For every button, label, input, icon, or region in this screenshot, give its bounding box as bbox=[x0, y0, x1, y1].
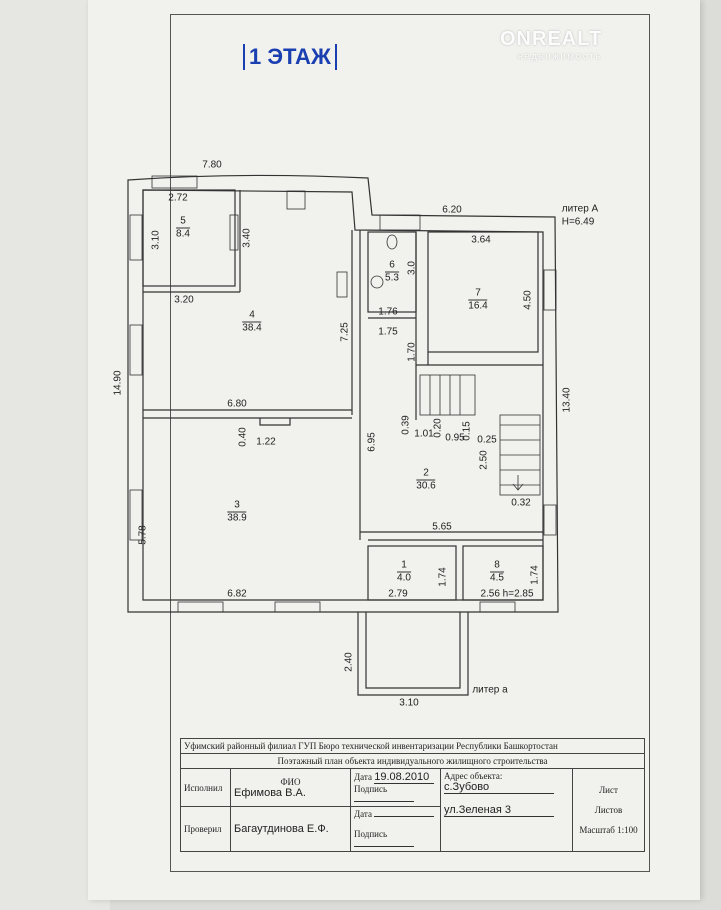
liter-A: литер А bbox=[561, 203, 599, 215]
dim: 0.20 bbox=[432, 418, 444, 438]
dim: 13.40 bbox=[561, 387, 573, 413]
address-street: ул.Зеленая 3 bbox=[444, 804, 554, 817]
dim: 1.76 bbox=[378, 306, 398, 318]
dim: 6.95 bbox=[366, 432, 378, 452]
scale-label: Масштаб 1:100 bbox=[579, 825, 638, 835]
sheets-label: Листов bbox=[594, 805, 623, 815]
address-village: с.Зубово bbox=[444, 781, 554, 794]
toilet-icon bbox=[386, 234, 398, 250]
dim: 6.80 bbox=[227, 398, 247, 410]
fio-label: ФИО bbox=[280, 776, 301, 787]
dim: 0.25 bbox=[477, 434, 497, 446]
address-label: Адрес объекта: bbox=[444, 771, 503, 781]
sheet-label: Лист bbox=[599, 785, 618, 795]
date-label-2: Дата bbox=[354, 809, 372, 819]
sign-label-2: Подпись bbox=[354, 829, 388, 839]
checker-name: Багаутдинова Е.Ф. bbox=[230, 806, 351, 852]
dim: 5.65 bbox=[432, 521, 452, 533]
dim: 3.0 bbox=[406, 261, 418, 275]
sink-icon bbox=[336, 271, 348, 298]
role-checker: Проверил bbox=[180, 806, 231, 852]
dim: 1.01 bbox=[414, 428, 434, 440]
dim: 3.10 bbox=[399, 697, 419, 709]
watermark-sub: недвижимость bbox=[517, 51, 603, 61]
dim: 7.80 bbox=[202, 159, 222, 171]
dim: 0.40 bbox=[237, 427, 249, 447]
dim: 0.39 bbox=[400, 415, 412, 435]
org-name: Уфимский районный филиал ГУП Бюро технич… bbox=[180, 738, 645, 754]
dim: 0.15 bbox=[461, 421, 473, 441]
role-executor: Исполнил bbox=[180, 768, 231, 807]
dim: 3.20 bbox=[174, 294, 194, 306]
dim: 2.56 h=2.85 bbox=[480, 588, 534, 600]
inner-walls bbox=[142, 189, 544, 601]
date-value: 19.08.2010 bbox=[374, 771, 435, 784]
stairs bbox=[419, 374, 541, 496]
dim: 1.22 bbox=[256, 436, 276, 448]
dim: 14.90 bbox=[112, 370, 124, 396]
watermark-brand: ONREALT bbox=[500, 28, 603, 50]
dim: 6.82 bbox=[227, 588, 247, 600]
dim: 1.70 bbox=[406, 342, 418, 362]
sign-label: Подпись bbox=[354, 784, 388, 794]
porch bbox=[357, 612, 469, 696]
drawing-frame bbox=[170, 14, 650, 872]
executor-name: Ефимова В.А. bbox=[234, 786, 306, 799]
dim: 1.75 bbox=[378, 326, 398, 338]
dim: 3.40 bbox=[241, 228, 253, 248]
dim: 1.74 bbox=[437, 567, 449, 587]
fixtures bbox=[286, 190, 398, 298]
dim: 0.32 bbox=[511, 497, 531, 509]
title-block: Уфимский районный филиал ГУП Бюро технич… bbox=[180, 738, 645, 852]
liter-a: литер а bbox=[472, 684, 508, 696]
floor-title: 1 ЭТАЖ bbox=[243, 44, 337, 70]
date-label: Дата bbox=[354, 772, 372, 782]
dim: 0.95 bbox=[445, 432, 465, 444]
dim: 2.72 bbox=[168, 192, 188, 204]
dim: 2.50 bbox=[478, 450, 490, 470]
stove-icon bbox=[286, 190, 306, 210]
dim: 1.74 bbox=[529, 565, 541, 585]
signature-2 bbox=[354, 846, 414, 847]
dim: 5.78 bbox=[137, 525, 149, 545]
windows bbox=[129, 175, 557, 613]
doc-name: Поэтажный план объекта индивидуального ж… bbox=[180, 753, 645, 769]
dim: 4.50 bbox=[522, 290, 534, 310]
washbasin-icon bbox=[370, 275, 384, 289]
dim: 6.20 bbox=[442, 204, 462, 216]
dim: 2.40 bbox=[343, 652, 355, 672]
dim: 3.64 bbox=[471, 234, 491, 246]
dim: 3.10 bbox=[150, 230, 162, 250]
dim: 2.79 bbox=[388, 588, 408, 600]
dim: 7.25 bbox=[339, 322, 351, 342]
height: H=6.49 bbox=[561, 216, 595, 228]
signature bbox=[354, 801, 414, 802]
